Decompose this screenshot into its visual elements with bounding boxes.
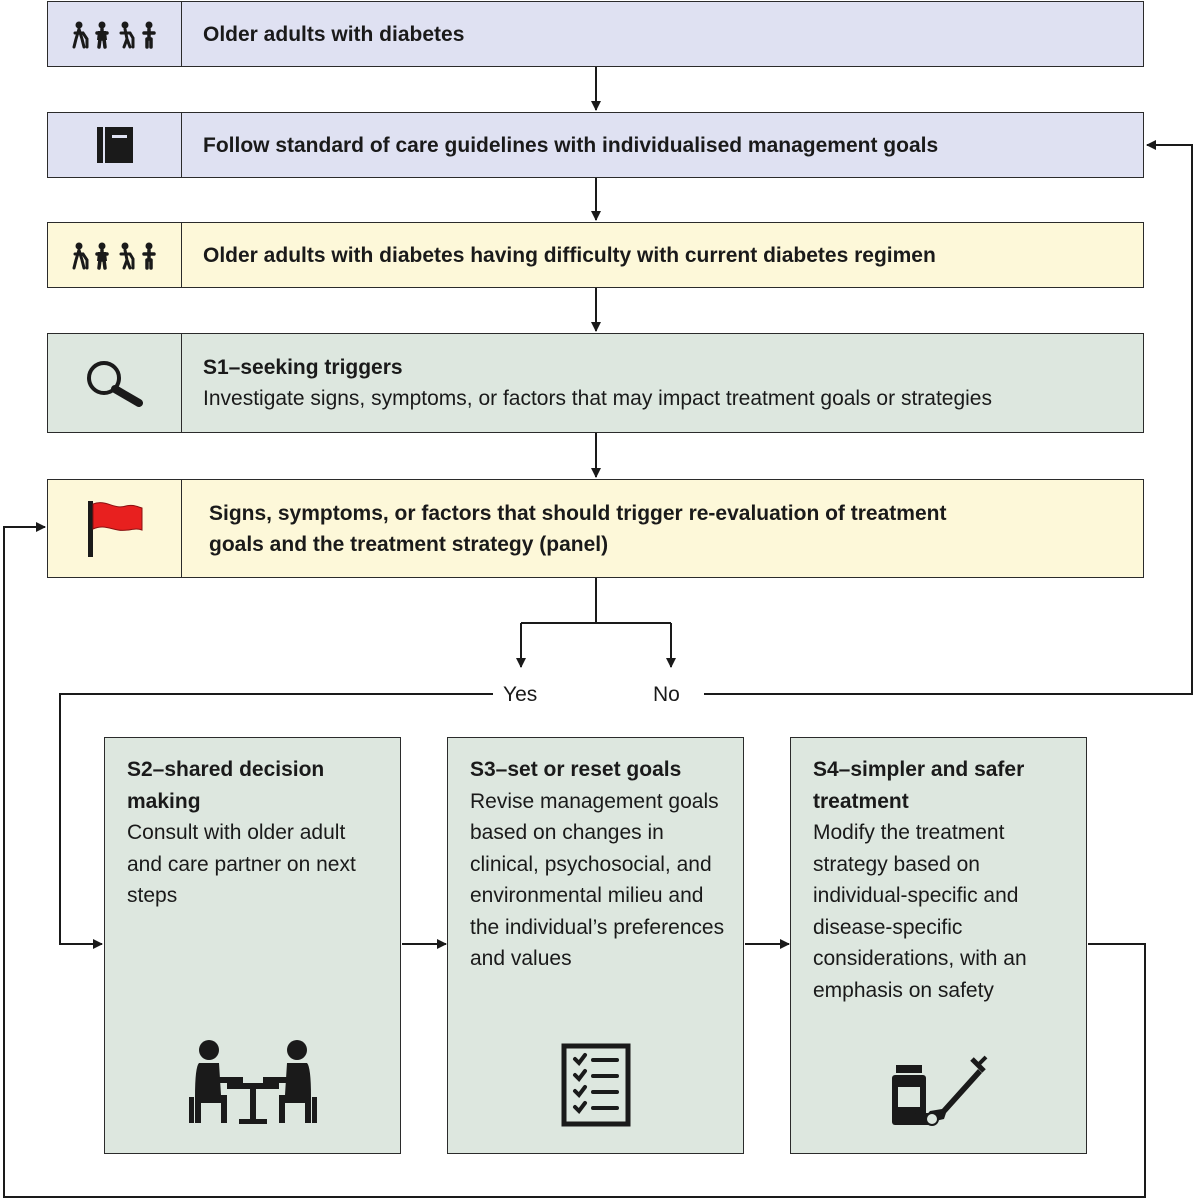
card-title: S3–set or reset goals [470,758,682,781]
no-label: No [643,680,690,710]
row-s1-seeking-triggers: S1–seeking triggers Investigate signs, s… [47,333,1144,433]
card-s2-shared-decision: S2–shared decision making Consult with o… [104,737,401,1154]
no-path-back-to-standard-care [704,140,1193,695]
row-title: Older adults with diabetes having diffic… [203,243,936,267]
card-body: Revise management goals based on changes… [470,789,725,971]
card-title: S2–shared decision making [127,758,325,813]
row-difficulty-with-regimen: Older adults with diabetes having diffic… [47,222,1144,288]
book-icon [48,113,182,177]
yes-path-to-s2 [59,693,495,949]
split-line [521,577,671,624]
loop-s4-back-to-triggers [3,522,1146,1198]
red-flag-icon [48,480,182,577]
card-title: S4–simpler and safer treatment [813,758,1025,813]
older-adults-icon [48,2,182,66]
row-standard-of-care: Follow standard of care guidelines with … [47,112,1144,178]
row-title: Follow standard of care guidelines with … [203,133,939,157]
row-title-line2: goals and the treatment strategy (panel) [209,532,609,556]
older-adults-icon [48,223,182,287]
row-trigger-signs: Signs, symptoms, or factors that should … [47,479,1144,578]
row-title: Older adults with diabetes [203,22,465,46]
card-s3-set-reset-goals: S3–set or reset goals Revise management … [447,737,744,1154]
row-body: Investigate signs, symptoms, or factors … [203,387,992,410]
row-title: S1–seeking triggers [203,356,403,379]
card-body: Consult with older adult and care partne… [127,821,356,907]
card-s4-simpler-safer: S4–simpler and safer treatment Modify th… [790,737,1087,1154]
row-older-adults: Older adults with diabetes [47,1,1144,67]
medication-syringe-icon [791,1053,1086,1127]
yes-label: Yes [493,680,548,710]
card-body: Modify the treatment strategy based on i… [813,821,1027,1002]
row-title-line1: Signs, symptoms, or factors that should … [209,501,947,525]
checklist-icon [448,1043,743,1127]
magnifier-icon [48,334,182,432]
consultation-icon [105,1037,400,1127]
